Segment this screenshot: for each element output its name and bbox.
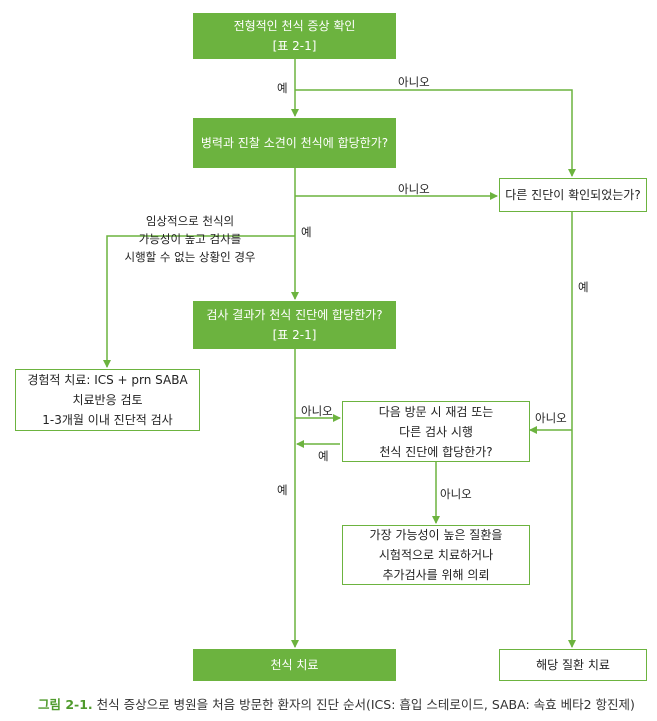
edge-label-no-other: 아니오: [535, 411, 567, 425]
edge-label-no1: 아니오: [398, 75, 430, 89]
refer-line2: 시험적으로 치료하거나: [378, 548, 494, 562]
disease-treatment-line1: 해당 질환 치료: [536, 658, 610, 672]
side-note-line3: 시행할 수 없는 상황인 경우: [124, 250, 256, 264]
edge-label-yes1: 예: [277, 81, 288, 95]
q3-box: 다음 방문 시 재검 또는 다른 검사 시행 천식 진단에 합당한가?: [342, 401, 530, 462]
asthma-treatment-box: 천식 치료: [193, 649, 396, 681]
q3-line1: 다음 방문 시 재검 또는: [378, 404, 494, 419]
start-box: 전형적인 천식 증상 확인 [표 2-1]: [193, 13, 396, 59]
caption-text: 천식 증상으로 병원을 처음 방문한 환자의 진단 순서(ICS: 흡입 스테로…: [96, 697, 635, 712]
q3-line2: 다른 검사 시행: [399, 424, 473, 439]
q1-box: 병력과 진찰 소견이 천식에 합당한가?: [193, 118, 396, 168]
refer-line1: 가장 가능성이 높은 질환을: [369, 528, 503, 542]
edge-start-other: [295, 89, 576, 177]
start-line1: 전형적인 천식 증상 확인: [233, 19, 356, 33]
caption-number: 그림 2-1.: [38, 697, 93, 712]
q2-line2: [표 2-1]: [272, 328, 317, 342]
edge-label-no3: 아니오: [301, 404, 333, 418]
edge-label-no2: 아니오: [398, 182, 430, 196]
refer-box: 가장 가능성이 높은 질환을 시험적으로 치료하거나 추가검사를 위해 의뢰: [342, 525, 530, 585]
edge-label-yes3: 예: [318, 449, 329, 463]
empiric-line3: 1-3개월 이내 진단적 검사: [42, 413, 173, 427]
q-other-line1: 다른 진단이 확인되었는가?: [505, 188, 641, 202]
side-note-line2: 가능성이 높고 검사를: [138, 232, 242, 246]
refer-line3: 추가검사를 위해 의뢰: [382, 568, 490, 582]
q2-line1: 검사 결과가 천식 진단에 합당한가?: [206, 308, 383, 322]
q1-line1: 병력과 진찰 소견이 천식에 합당한가?: [200, 136, 389, 150]
q-other-box: 다른 진단이 확인되었는가?: [499, 178, 647, 212]
edge-label-yes2: 예: [301, 225, 312, 239]
empiric-line2: 치료반응 검토: [72, 393, 143, 407]
start-line2: [표 2-1]: [272, 39, 317, 53]
side-note-line1: 임상적으로 천식의: [145, 214, 235, 228]
figure-caption: 그림 2-1. 천식 증상으로 병원을 처음 방문한 환자의 진단 순서(ICS…: [38, 694, 635, 713]
edge-label-yes4: 예: [277, 483, 288, 497]
side-note: 임상적으로 천식의 가능성이 높고 검사를 시행할 수 없는 상황인 경우: [100, 212, 280, 266]
edge-note-empiric: [103, 235, 295, 368]
edge-label-no4: 아니오: [440, 487, 472, 501]
edge-label-yes-other: 예: [578, 280, 589, 294]
q3-line3: 천식 진단에 합당한가?: [379, 444, 493, 459]
disease-treatment-box: 해당 질환 치료: [499, 649, 647, 681]
empiric-box: 경험적 치료: ICS + prn SABA 치료반응 검토 1-3개월 이내 …: [15, 369, 200, 431]
empiric-line1: 경험적 치료: ICS + prn SABA: [27, 373, 188, 387]
asthma-treatment-line1: 천식 치료: [270, 658, 319, 672]
q2-box: 검사 결과가 천식 진단에 합당한가? [표 2-1]: [193, 301, 396, 349]
